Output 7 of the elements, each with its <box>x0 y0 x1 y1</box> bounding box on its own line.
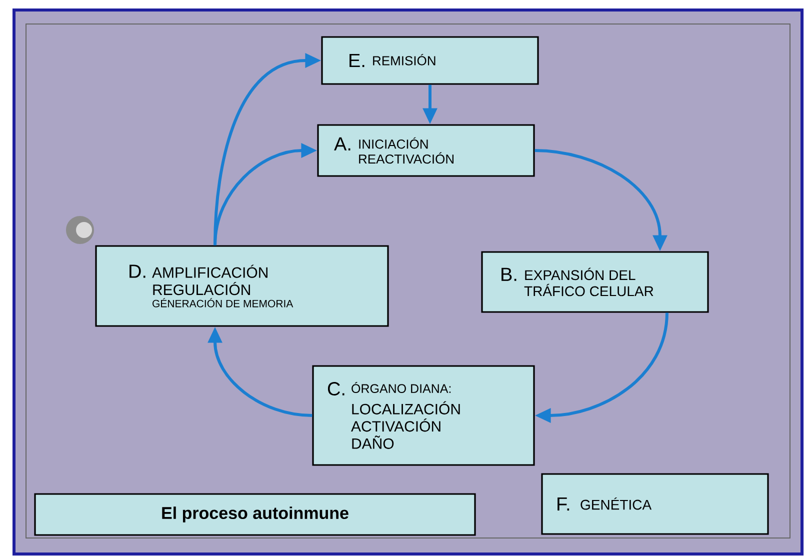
stage-box: A. INICIACIÓN REACTIVACIÓN <box>317 124 535 177</box>
title-box: El proceso autoinmune <box>34 493 476 536</box>
stage-box: F. GENÉTICA <box>541 473 769 535</box>
stage-box: C. ÓRGANO DIANA: LOCALIZACIÓN ACTIVACIÓN DAÑO <box>312 365 535 466</box>
stage-box: E. REMISIÓN <box>321 36 539 85</box>
stage-box: D. AMPLIFICACIÓN REGULACIÓN GÉNERACIÓN DE MEMORIA <box>95 245 389 327</box>
stage-box: B. EXPANSIÓN DEL TRÁFICO CELULAR <box>481 251 709 313</box>
